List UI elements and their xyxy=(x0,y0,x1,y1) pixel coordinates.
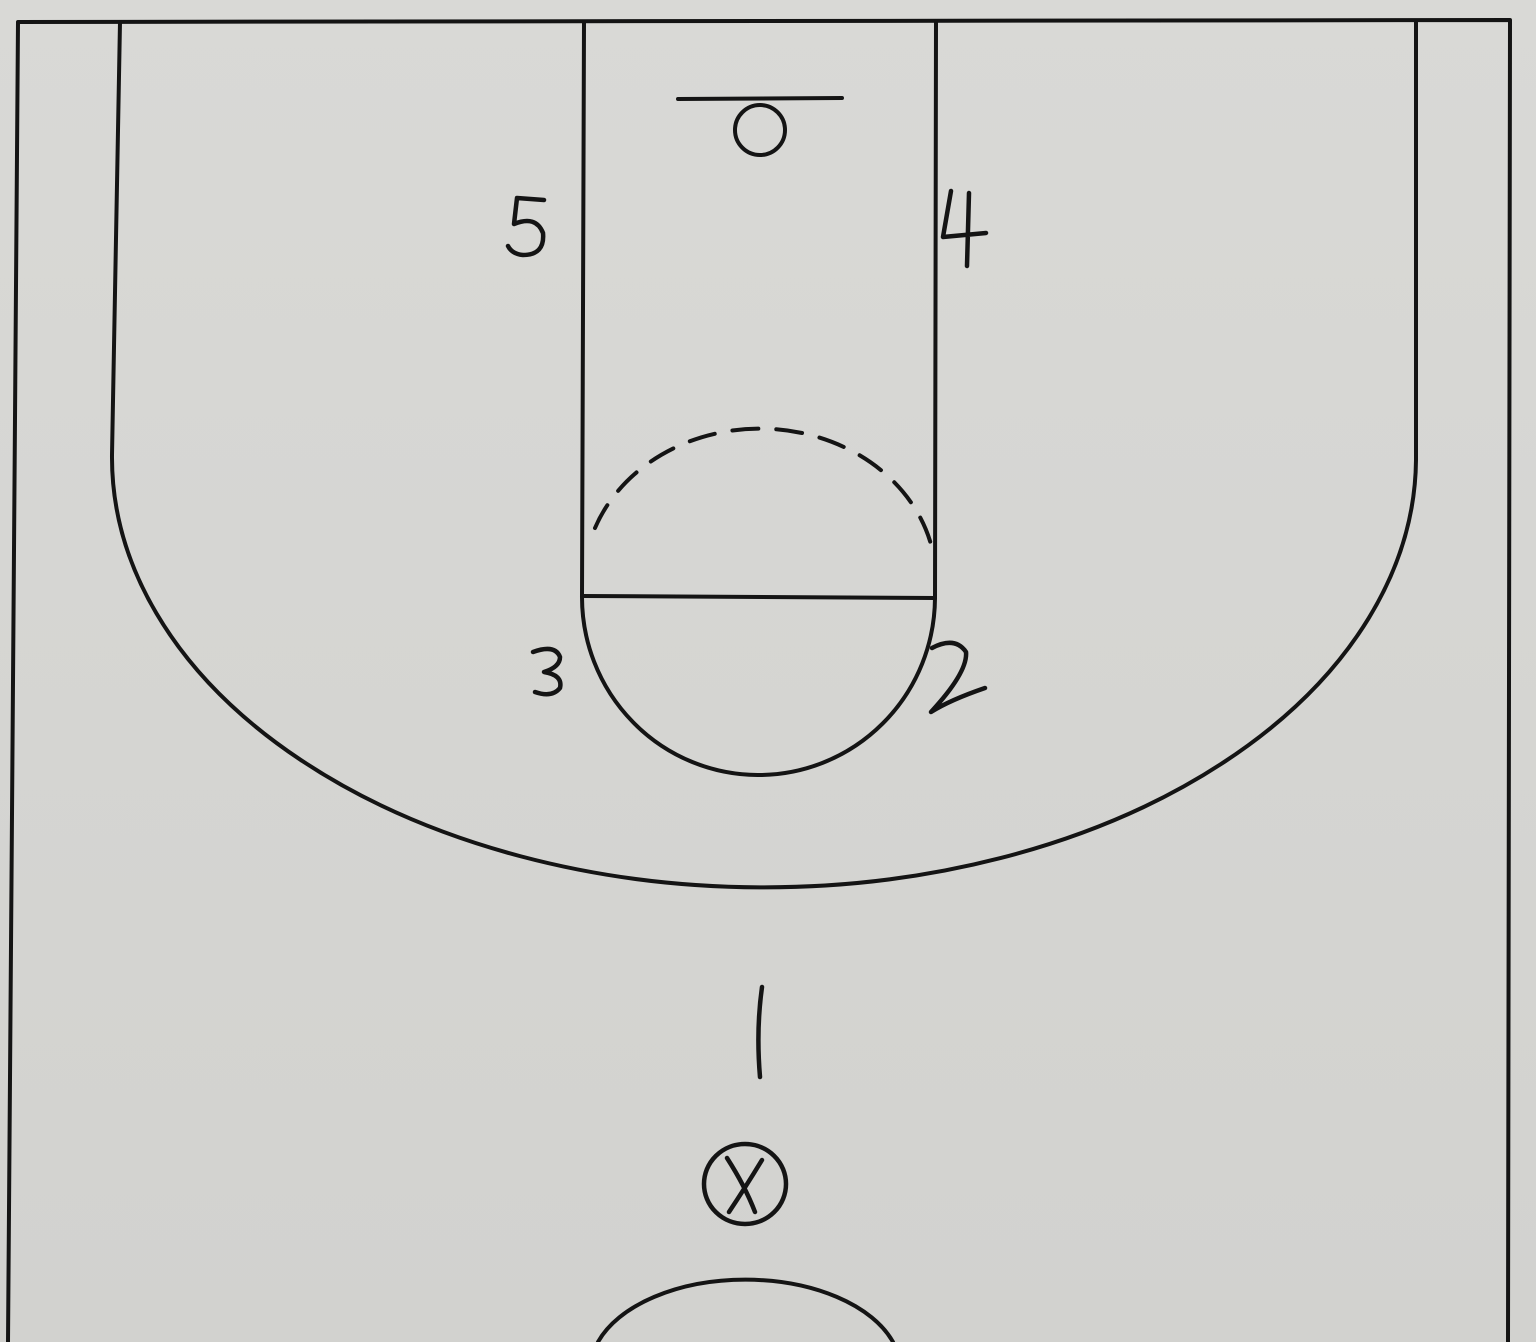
player-4 xyxy=(940,188,989,269)
backboard xyxy=(676,96,844,101)
player-3 xyxy=(530,646,563,697)
rim-icon xyxy=(733,103,787,157)
free-throw-circle-solid xyxy=(579,594,937,777)
player-5 xyxy=(505,195,547,258)
player-2 xyxy=(928,640,988,715)
three-point-line xyxy=(109,20,1418,890)
player-1 xyxy=(756,984,765,1080)
free-throw-line xyxy=(580,594,937,600)
free-throw-circle-dashed xyxy=(593,426,934,550)
lane-paint xyxy=(580,20,938,600)
center-circle xyxy=(596,1277,895,1342)
defender-x-icon xyxy=(701,1141,789,1227)
court-boundary xyxy=(6,18,1512,1342)
